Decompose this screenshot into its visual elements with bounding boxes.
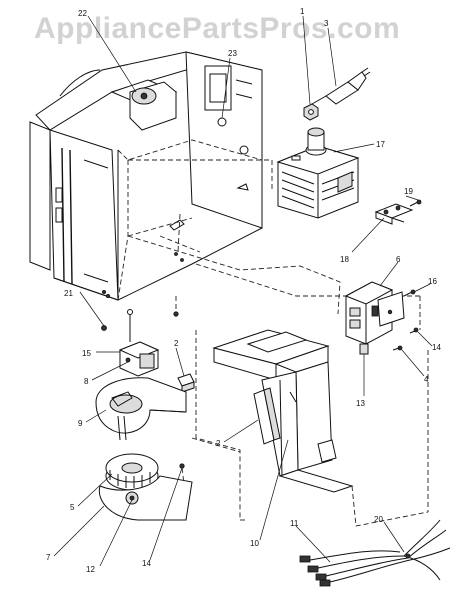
callout-3: 3 (324, 19, 329, 28)
part-13-bracket (359, 343, 369, 355)
callout-14-right: 14 (432, 343, 441, 352)
part-19-screw (409, 199, 422, 207)
callout-13: 13 (356, 399, 365, 408)
part-10-air-duct (212, 329, 354, 493)
part-11-wire-harness (299, 550, 411, 587)
part-21-screw (101, 325, 107, 331)
callout-8: 8 (84, 377, 89, 386)
callout-labels: 22 23 1 3 17 19 18 6 16 14 4 13 21 15 8 … (46, 7, 441, 574)
callout-20: 20 (374, 515, 383, 524)
part-6-control-board (344, 281, 405, 345)
callout-17: 17 (376, 140, 385, 149)
callout-21: 21 (64, 289, 73, 298)
callout-12: 12 (86, 565, 95, 574)
part-3-power-plug (311, 67, 371, 105)
callout-15: 15 (82, 349, 91, 358)
callout-2-duct: 2 (216, 439, 221, 448)
part-7-blower-cover (98, 475, 193, 521)
callout-18: 18 (340, 255, 349, 264)
callout-2-small: 2 (174, 339, 179, 348)
callout-5: 5 (70, 503, 75, 512)
callout-16: 16 (428, 277, 437, 286)
part-15-fan-motor (118, 309, 160, 377)
part-2-pad-small (177, 373, 195, 393)
callout-10: 10 (250, 539, 259, 548)
part-20-wire-bundle (403, 519, 451, 581)
part-1-nut (303, 103, 319, 121)
part-5-blower-wheel (105, 453, 159, 491)
part-2-foam-strip-duct (253, 387, 281, 445)
callout-9: 9 (78, 419, 83, 428)
callout-6: 6 (396, 255, 401, 264)
callout-14-lower: 14 (142, 559, 151, 568)
part-16-screw (403, 289, 416, 297)
part-14-screw-right (409, 327, 419, 334)
callout-23: 23 (228, 49, 237, 58)
callout-11: 11 (290, 519, 299, 528)
callout-1: 1 (300, 7, 305, 16)
callout-19: 19 (404, 187, 413, 196)
callout-4: 4 (424, 375, 429, 384)
leader-lines (53, 15, 433, 567)
watermark: AppliancePartsPros.com (34, 12, 401, 45)
chassis-frame (29, 51, 263, 301)
part-9-fan-housing (95, 377, 187, 441)
callout-22: 22 (78, 9, 87, 18)
callout-7: 7 (46, 553, 51, 562)
part-4-screw (392, 345, 403, 351)
part-17-magnetron (276, 127, 360, 219)
